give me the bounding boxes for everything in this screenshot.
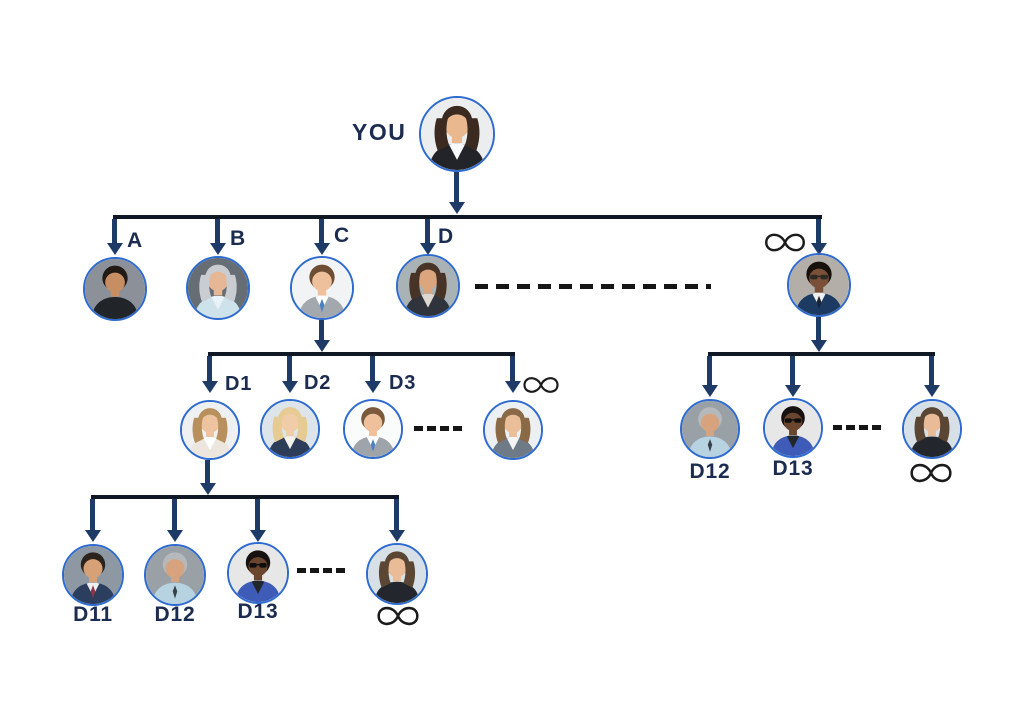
avatar-you	[419, 96, 495, 172]
label-r-d13: D13	[772, 457, 814, 480]
dashed-gap-level3-right	[833, 425, 881, 430]
connector-c-down	[319, 320, 324, 340]
arrowhead-d11	[85, 530, 101, 542]
node-l4-inf	[366, 543, 428, 605]
connector-drop-l4-inf	[394, 499, 399, 530]
arrowhead-l4-inf	[389, 530, 405, 542]
connector-level2-rail	[113, 215, 822, 219]
node-d	[396, 254, 460, 318]
avatar-r-d12	[680, 399, 740, 459]
label-you: YOU	[352, 119, 407, 145]
avatar-d3	[343, 399, 403, 459]
label-a: A	[127, 229, 143, 252]
connector-drop-d12	[172, 499, 177, 530]
connector-drop-d13	[255, 499, 260, 530]
avatar-a	[83, 257, 147, 321]
connector-level4-rail	[91, 495, 399, 499]
infinity-icon-level4	[375, 603, 421, 629]
node-d1	[180, 400, 240, 460]
avatar-d1	[180, 400, 240, 460]
avatar-d	[396, 254, 460, 318]
avatar-c	[290, 256, 354, 320]
connector-drop-d11	[90, 499, 95, 530]
arrowhead-d3	[365, 381, 381, 393]
label-d13: D13	[237, 600, 279, 623]
connector-level3-left-rail	[208, 352, 515, 356]
arrowhead-b	[210, 243, 226, 255]
arrowhead-l2-inf-down	[811, 340, 827, 352]
arrowhead-a	[107, 243, 123, 255]
node-d3	[343, 399, 403, 459]
infinity-icon-level2	[762, 230, 808, 255]
label-r-d12: D12	[689, 460, 731, 483]
arrowhead-c	[314, 243, 330, 255]
arrowhead-l2-inf	[811, 243, 827, 255]
avatar-l3-inf	[483, 400, 543, 460]
connector-drop-d2	[287, 356, 292, 381]
node-r-inf	[902, 399, 962, 459]
node-d11	[62, 544, 124, 606]
node-r-d13	[763, 398, 823, 458]
node-a	[83, 257, 147, 321]
connector-drop-d1	[207, 356, 212, 381]
connector-drop-d	[425, 219, 430, 243]
label-c: C	[334, 224, 350, 247]
label-d12: D12	[154, 603, 196, 626]
arrowhead-you-down	[449, 202, 465, 214]
infinity-icon-level3-right	[908, 460, 954, 486]
label-d2: D2	[304, 372, 332, 394]
node-c	[290, 256, 354, 320]
avatar-d13-sunglasses	[227, 542, 289, 604]
avatar-l2-inf	[787, 253, 851, 317]
avatar-d11	[62, 544, 124, 606]
arrowhead-d13	[250, 530, 266, 542]
arrowhead-l3-inf	[505, 381, 521, 393]
avatar-b	[186, 256, 250, 320]
label-d: D	[438, 225, 454, 248]
node-d2	[260, 399, 320, 459]
connector-level3-right-rail	[708, 352, 935, 356]
node-l3-inf	[483, 400, 543, 460]
connector-drop-l3-inf	[510, 356, 515, 381]
arrowhead-r-d13	[785, 385, 801, 397]
label-d3: D3	[389, 372, 417, 394]
connector-drop-a	[112, 219, 117, 243]
arrowhead-c-down	[314, 340, 330, 352]
connector-drop-r-inf	[929, 356, 934, 385]
avatar-d12	[144, 544, 206, 606]
avatar-r-inf	[902, 399, 962, 459]
arrowhead-d1	[202, 381, 218, 393]
label-b: B	[230, 227, 246, 250]
connector-l2-inf-down	[816, 317, 821, 340]
arrowhead-r-inf	[924, 385, 940, 397]
arrowhead-r-d12	[702, 385, 718, 397]
arrowhead-d12	[167, 530, 183, 542]
label-d11: D11	[73, 603, 113, 626]
connector-drop-r-d13	[790, 356, 795, 385]
node-you	[419, 96, 495, 172]
arrowhead-d2	[282, 381, 298, 393]
node-d13	[227, 542, 289, 604]
node-l2-inf	[787, 253, 851, 317]
node-d12	[144, 544, 206, 606]
label-d1: D1	[225, 373, 253, 395]
connector-drop-b	[215, 219, 220, 243]
connector-drop-l2-inf	[816, 219, 821, 243]
connector-drop-c	[319, 219, 324, 243]
avatar-d2	[260, 399, 320, 459]
infinity-icon-level3-left	[521, 374, 561, 396]
dashed-gap-level4	[297, 568, 347, 573]
avatar-l4-inf	[366, 543, 428, 605]
arrowhead-d	[420, 243, 436, 255]
connector-d1-down	[205, 460, 210, 483]
avatar-r-d13-sunglasses	[763, 398, 823, 458]
node-r-d12	[680, 399, 740, 459]
node-b	[186, 256, 250, 320]
connector-drop-d3	[370, 356, 375, 381]
arrowhead-d1-down	[200, 483, 216, 495]
connector-drop-r-d12	[707, 356, 712, 385]
connector-you-down	[454, 172, 459, 202]
dashed-gap-level3-left	[414, 426, 462, 431]
dashed-gap-level2	[475, 284, 711, 289]
